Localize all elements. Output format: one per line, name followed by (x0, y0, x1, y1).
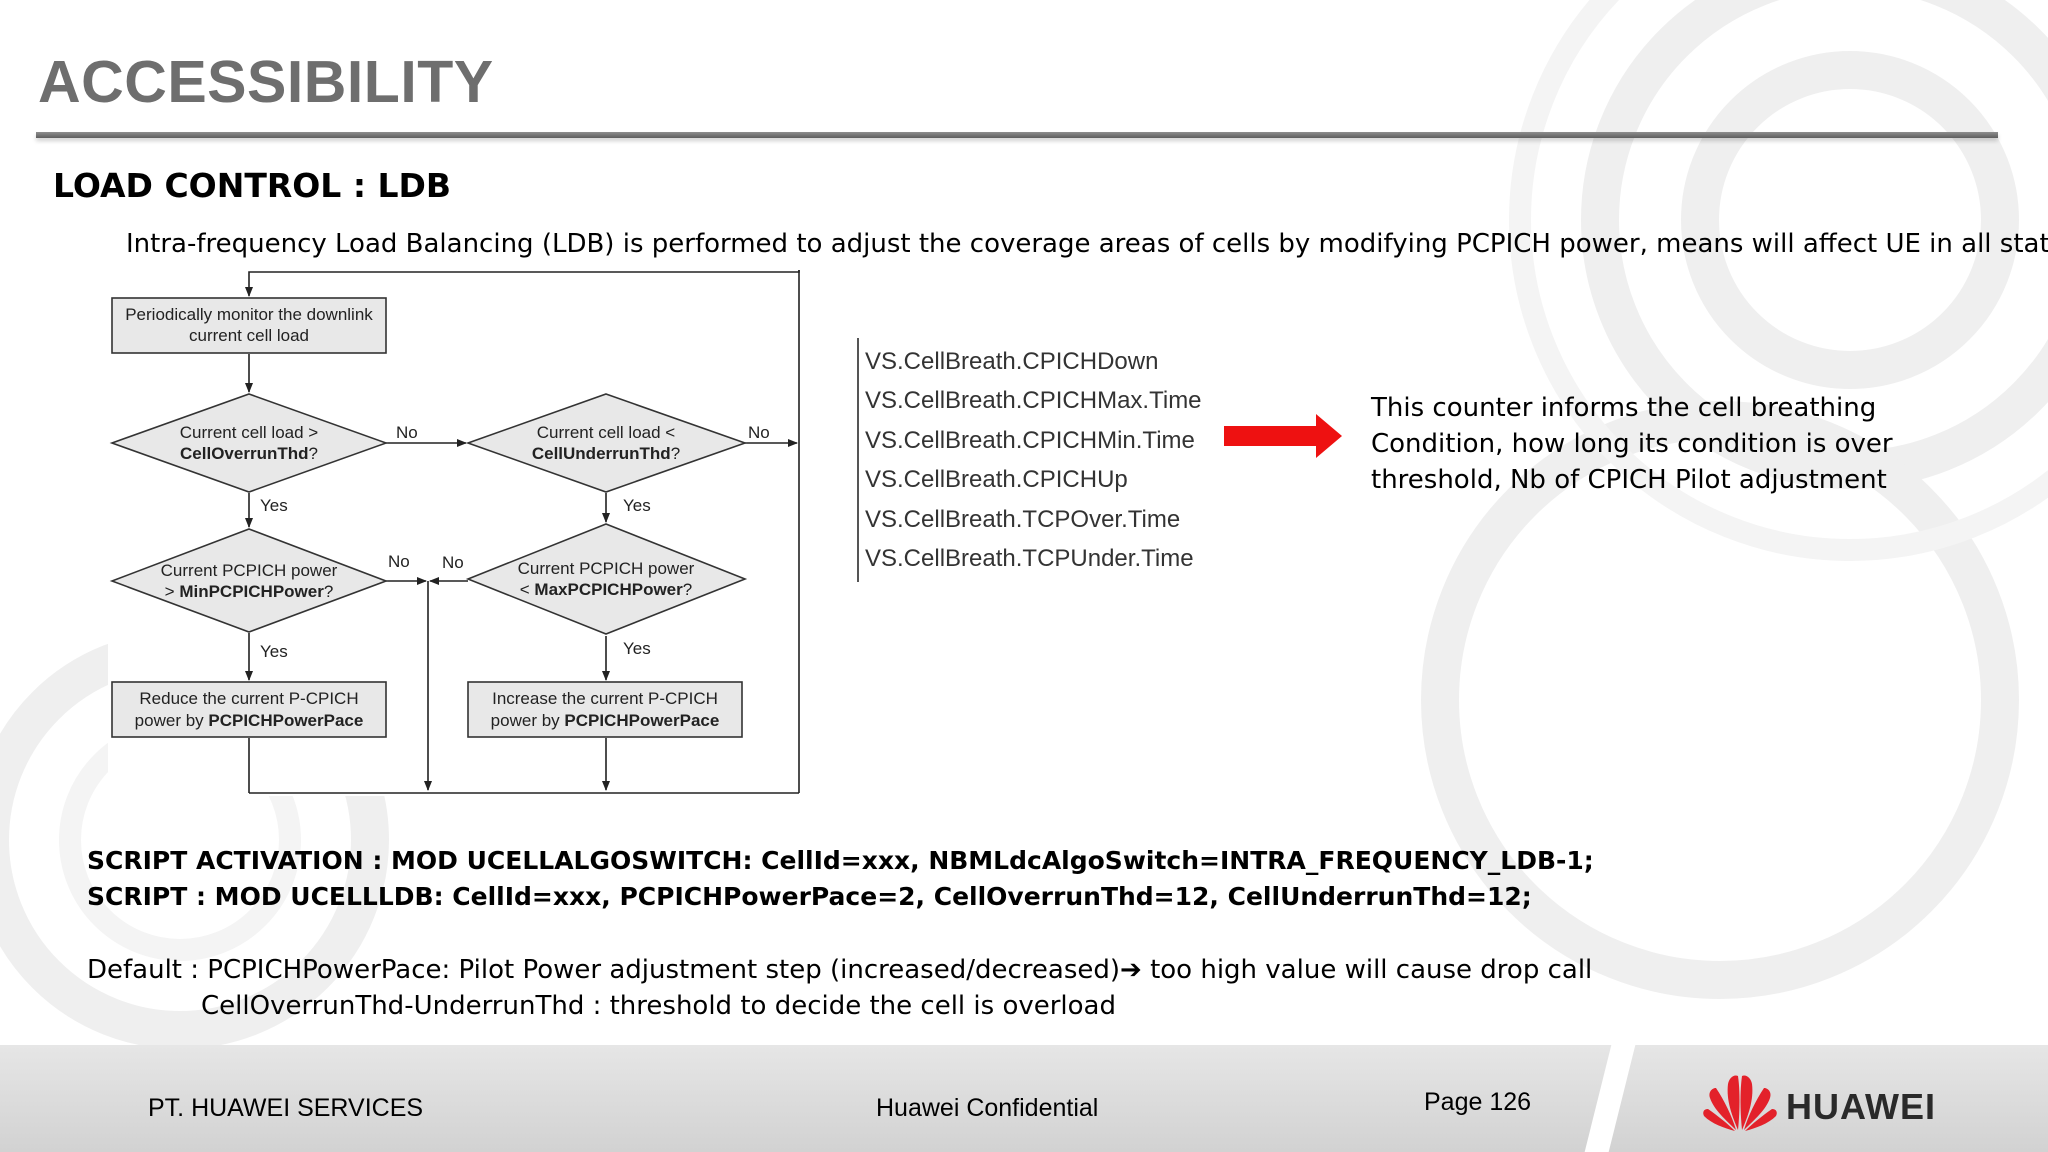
comparison-sign: < (520, 580, 535, 599)
param-max-pcpich-power: MaxPCPICHPower (534, 580, 683, 599)
increase-power-prefix: power by (491, 711, 565, 730)
param-pcpich-power-pace: PCPICHPowerPace (208, 711, 363, 730)
counter-item: VS.CellBreath.TCPUnder.Time (865, 544, 1194, 572)
decision-min-power: Current PCPICH power > MinPCPICHPower? (109, 528, 389, 633)
no-label: No (748, 423, 770, 442)
reduce-power-line1: Reduce the current P-CPICH (139, 689, 358, 708)
reduce-power-prefix: power by (135, 711, 209, 730)
param-min-pcpich-power: MinPCPICHPower (179, 582, 324, 601)
default-line-1: Default : PCPICHPowerPace: Pilot Power a… (87, 952, 1592, 988)
question-mark: ? (309, 444, 318, 463)
title-divider (36, 132, 1998, 138)
question-mark: ? (683, 580, 692, 599)
decision-max-power-line2: < MaxPCPICHPower? (520, 580, 692, 599)
footer-confidential: Huawei Confidential (876, 1094, 1099, 1122)
counter-note-line: threshold, Nb of CPICH Pilot adjustment (1371, 465, 1887, 495)
counter-note-line: Condition, how long its condition is ove… (1371, 429, 1893, 459)
increase-power-line1: Increase the current P-CPICH (492, 689, 718, 708)
monitor-box: Periodically monitor the downlink curren… (111, 297, 387, 354)
default-pace-consequence: too high value will cause drop call (1141, 955, 1593, 985)
page-title: ACCESSIBILITY (38, 49, 494, 115)
reduce-power-box: Reduce the current P-CPICH power by PCPI… (111, 681, 387, 738)
decision-min-power-line2: > MinPCPICHPower? (165, 582, 334, 601)
decision-overrun-line1: Current cell load > (180, 423, 319, 442)
default-pace-text: Default : PCPICHPowerPace: Pilot Power a… (87, 955, 1121, 985)
param-cell-overrun-thd: CellOverrunThd (180, 444, 308, 463)
ldb-flowchart: Periodically monitor the downlink curren… (108, 268, 800, 796)
monitor-box-line2: current cell load (189, 326, 309, 345)
monitor-box-line1: Periodically monitor the downlink (125, 305, 373, 324)
brand-name: HUAWEI (1786, 1086, 1936, 1127)
increase-power-line2: power by PCPICHPowerPace (491, 711, 720, 730)
section-title: LOAD CONTROL : LDB (53, 166, 452, 205)
decision-max-power: Current PCPICH power < MaxPCPICHPower? (465, 523, 748, 635)
increase-power-box: Increase the current P-CPICH power by PC… (467, 681, 743, 738)
script-command: SCRIPT : MOD UCELLLDB: CellId=xxx, PCPIC… (87, 882, 1532, 911)
counter-item: VS.CellBreath.CPICHMin.Time (865, 426, 1195, 454)
param-pcpich-power-pace: PCPICHPowerPace (564, 711, 719, 730)
yes-label: Yes (260, 642, 288, 661)
question-mark: ? (324, 582, 333, 601)
decision-underrun-line2: CellUnderrunThd? (532, 444, 680, 463)
counter-note-line: This counter informs the cell breathing (1371, 393, 1877, 423)
intro-text: Intra-frequency Load Balancing (LDB) is … (126, 229, 2048, 259)
arrow-right-icon: ➔ (1120, 955, 1142, 985)
page-number: Page 126 (1424, 1088, 1532, 1116)
decision-min-power-line1: Current PCPICH power (161, 561, 338, 580)
decision-overrun: Current cell load > CellOverrunThd? (109, 393, 389, 493)
question-mark: ? (671, 444, 680, 463)
no-label: No (388, 552, 410, 571)
no-label: No (442, 553, 464, 572)
script-block: SCRIPT ACTIVATION : MOD UCELLALGOSWITCH:… (87, 843, 1594, 915)
param-cell-underrun-thd: CellUnderrunThd (532, 444, 671, 463)
script-activation: SCRIPT ACTIVATION : MOD UCELLALGOSWITCH:… (87, 846, 1594, 875)
counter-item: VS.CellBreath.CPICHMax.Time (865, 387, 1202, 415)
decision-overrun-line2: CellOverrunThd? (180, 444, 318, 463)
decision-underrun: Current cell load < CellUnderrunThd? (465, 393, 748, 493)
yes-label: Yes (623, 496, 651, 515)
counter-list-panel: VS.CellBreath.CPICHDown VS.CellBreath.CP… (857, 338, 1219, 582)
comparison-sign: > (165, 582, 180, 601)
counter-note: This counter informs the cell breathing … (1371, 390, 1931, 498)
footer-bar (0, 1045, 2048, 1152)
counter-list: VS.CellBreath.CPICHDown VS.CellBreath.CP… (865, 342, 1202, 578)
default-line-2: CellOverrunThd-UnderrunThd : threshold t… (201, 991, 1116, 1021)
decision-underrun-line1: Current cell load < (537, 423, 676, 442)
yes-label: Yes (623, 639, 651, 658)
counter-item: VS.CellBreath.CPICHDown (865, 348, 1159, 375)
footer-company: PT. HUAWEI SERVICES (148, 1094, 424, 1122)
counter-item: VS.CellBreath.CPICHUp (865, 466, 1128, 494)
right-arrow-icon (1224, 414, 1342, 458)
no-label: No (396, 423, 418, 442)
defaults-block: Default : PCPICHPowerPace: Pilot Power a… (87, 952, 1592, 1024)
yes-label: Yes (260, 496, 288, 515)
counter-item: VS.CellBreath.TCPOver.Time (865, 505, 1181, 533)
reduce-power-line2: power by PCPICHPowerPace (135, 711, 364, 730)
huawei-logo-icon (1703, 1075, 1777, 1131)
decision-max-power-line1: Current PCPICH power (518, 559, 695, 578)
